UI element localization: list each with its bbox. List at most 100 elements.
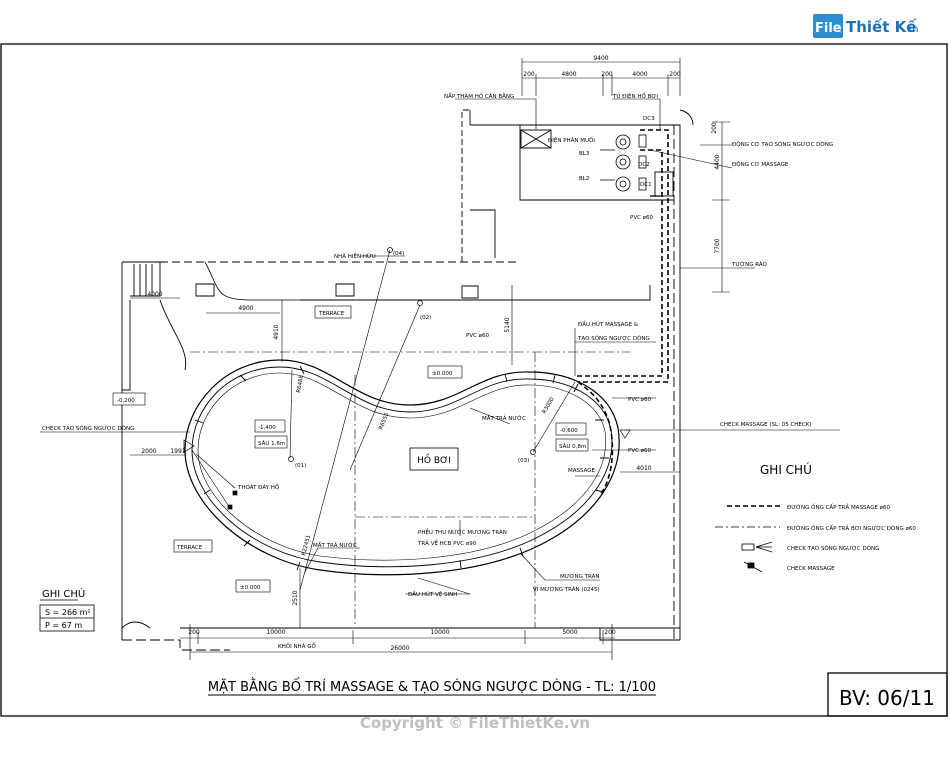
dim-4010: 4010 xyxy=(636,465,651,472)
label-marker-01: (01) xyxy=(295,463,306,469)
notes-perimeter: P = 67 m xyxy=(45,621,82,630)
terrace-left-box xyxy=(173,539,213,553)
label-pvc-top: PVC ø60 xyxy=(630,215,654,221)
label-r22451: R22451 xyxy=(301,534,312,556)
dim-4900: 4900 xyxy=(238,305,253,312)
dim-top-e: 200 xyxy=(669,71,681,78)
label-dau-hut-massage-1: ĐẦU HÚT MASSAGE & xyxy=(578,320,639,328)
logo-suffix-text: .vn xyxy=(903,24,918,35)
label-r3000: R3000 xyxy=(542,396,556,415)
label-mat-tra-nuoc-1: MẮT TRẢ NƯỚC xyxy=(482,414,526,422)
interior-lines xyxy=(190,351,630,628)
label-dau-hut-ve-sinh: ĐẦU HÚT VỆ SINH xyxy=(408,590,457,598)
dim-4910: 4910 xyxy=(273,324,280,339)
pipe-massage xyxy=(575,129,669,496)
level-140-box xyxy=(254,419,286,433)
label-muong-tran-2: VỈ MƯƠNG TRÀN (0245) xyxy=(533,585,600,593)
dim-top-d: 4000 xyxy=(632,71,647,78)
dim-2000: 2000 xyxy=(141,448,156,455)
sheet-number: BV: 06/11 xyxy=(839,686,935,710)
ho-boi-box xyxy=(409,447,459,471)
dim-1991: 1991 xyxy=(170,448,185,455)
legend-item-2: ĐƯỜNG ỐNG CẤP TRẢ BƠI NGƯỢC DÒNG ø60 xyxy=(787,524,916,532)
legend-item-3: CHECK TẠO SÓNG NGƯỢC DÒNG xyxy=(787,545,879,552)
level-060-box xyxy=(555,422,587,436)
dim-bottom-e: 200 xyxy=(604,629,616,636)
pump-group xyxy=(600,134,647,192)
legend-title: GHI CHÚ xyxy=(760,462,812,477)
label-level-0-bottom: ±0.000 xyxy=(240,585,261,591)
label-thoat-day-ho: THOÁT ĐÁY HỒ xyxy=(237,482,280,491)
label-terrace-left: TERRACE xyxy=(176,545,203,551)
label-marker-03: (03) xyxy=(518,458,529,464)
label-dong-co-massage: ĐỘNG CƠ MASSAGE xyxy=(732,161,789,168)
labels: NẮP THĂM HỐ CÂN BẰNG TỦ ĐIỆN HỒ BƠI ĐIỆN… xyxy=(42,91,833,650)
dim-200-right: 200 xyxy=(711,122,718,134)
label-tu-dien: TỦ ĐIỆN HỒ BƠI xyxy=(612,91,658,100)
leader-lines xyxy=(40,98,840,595)
dimension-lines xyxy=(130,58,730,660)
level-left-box xyxy=(112,392,146,406)
logo-main-text: Thiết Kế xyxy=(846,17,917,36)
label-massage: MASSAGE xyxy=(568,468,596,474)
label-dc3: DC3 xyxy=(643,116,655,122)
label-sau-08: SÂU 0,8m xyxy=(559,443,586,450)
pool xyxy=(184,359,620,576)
legend-item-1: ĐƯỜNG ỐNG CẤP TRẢ MASSAGE ø60 xyxy=(787,503,891,511)
label-level-140: -1,400 xyxy=(258,425,276,431)
label-level-060: -0,600 xyxy=(560,428,578,434)
dim-top-a: 200 xyxy=(523,71,535,78)
label-tuong-rao: TƯỜNG RÀO xyxy=(731,261,767,268)
legend-check-song-symbol xyxy=(741,541,773,553)
dim-top-c: 200 xyxy=(601,71,613,78)
brand-logo[interactable]: File Thiết Kế .vn xyxy=(813,14,918,38)
dim-bottom-c: 10000 xyxy=(430,629,449,636)
label-r6488: R6488 xyxy=(296,374,305,393)
dim-2510: 2510 xyxy=(292,590,299,605)
dim-bottom-total: 26000 xyxy=(390,645,409,652)
label-dau-hut-massage-2: TẠO SÓNG NGƯỢC DÒNG xyxy=(577,335,650,342)
dim-bottom-a: 200 xyxy=(188,629,200,636)
notes-box: GHI CHÚ S = 266 m² P = 67 m xyxy=(39,587,95,632)
label-mat-tra-nuoc-2: MẮT TRẢ NƯỚC xyxy=(313,541,357,549)
label-dong-co-song: ĐỘNG CƠ TẠO SÓNG NGƯỢC DÒNG xyxy=(732,141,833,148)
label-marker-04: (04) xyxy=(393,251,404,257)
label-muong-tran-1: MƯƠNG TRÀN xyxy=(560,573,599,580)
check-symbols xyxy=(194,365,609,571)
label-level-left: -0,200 xyxy=(117,398,135,404)
label-bl3: BL3 xyxy=(579,151,590,157)
label-check-massage: CHECK MASSAGE (SL: 05 CHECK) xyxy=(720,422,811,428)
label-check-tao-song: CHECK TẠO SÓNG NGƯỢC DÒNG xyxy=(42,425,134,432)
label-sau-16: SÂU 1,6m xyxy=(258,440,285,447)
legend-item-4: CHECK MASSAGE xyxy=(787,566,835,572)
label-khoi-nha-go: KHỐI NHÀ GỖ xyxy=(278,642,316,650)
label-pvc-right1: PVC ø60 xyxy=(628,397,652,403)
label-pvc-mid: PVC ø60 xyxy=(466,333,490,339)
label-nha-hien-huu: NHÀ HIỆN HỮU xyxy=(334,252,376,260)
dim-left-4000: 4000 xyxy=(147,291,162,298)
label-nap-tham: NẮP THĂM HỐ CÂN BẰNG xyxy=(444,92,514,100)
label-terrace-top: TERRACE xyxy=(318,311,345,317)
sheet-number-box xyxy=(827,672,948,717)
logo-box-text: File xyxy=(815,21,842,36)
label-ho-boi: HỒ BƠI xyxy=(417,453,451,466)
level-0-box xyxy=(427,365,463,379)
dim-top-total: 9400 xyxy=(593,55,608,62)
terrace-top-box xyxy=(314,305,352,319)
dim-5140: 5140 xyxy=(504,317,511,332)
label-r6555: R6555 xyxy=(378,412,390,431)
drawing-title: MẶT BẰNG BỐ TRÍ MASSAGE & TẠO SÓNG NGƯỢC… xyxy=(208,678,656,695)
notes-title: GHI CHÚ xyxy=(42,587,85,600)
dim-7700: 7700 xyxy=(714,238,721,253)
dimension-texts: 9400 200 4800 200 4000 200 26000 200 100… xyxy=(141,55,721,652)
pool-markers xyxy=(183,247,631,510)
sau-16-box xyxy=(254,435,288,449)
site-outline xyxy=(121,109,694,651)
dim-top-b: 4800 xyxy=(561,71,576,78)
legend: GHI CHÚ ĐƯỜNG ỐNG CẤP TRẢ MASSAGE ø60 ĐƯ… xyxy=(715,462,916,573)
dim-4400: 4400 xyxy=(714,154,721,169)
label-level-0: ±0.000 xyxy=(432,371,453,377)
label-pheu-1: PHỄU THU NƯỚC MƯƠNG TRÀN xyxy=(418,528,507,536)
label-marker-02: (02) xyxy=(420,315,431,321)
